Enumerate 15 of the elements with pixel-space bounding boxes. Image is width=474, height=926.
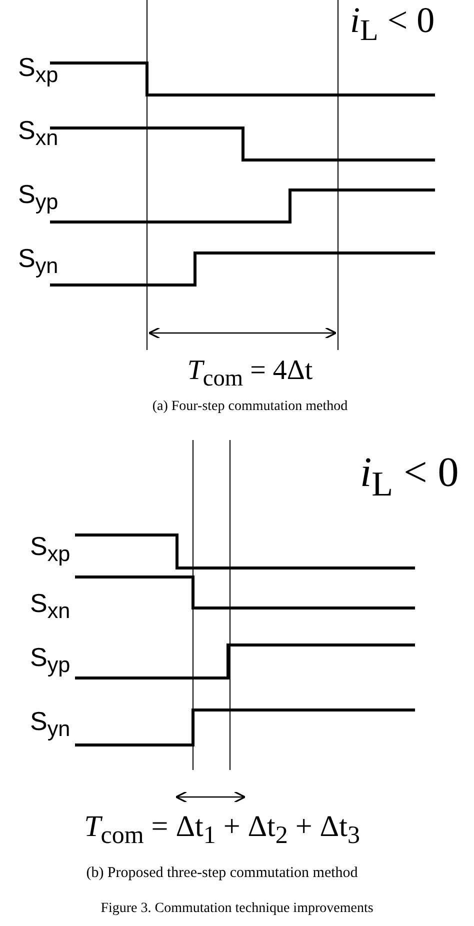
formula-label: T$_{com}$ = Δt$_{1}$ + Δt$_{2}$ + Δt$_{3}$ bbox=[84, 812, 360, 848]
signal-label: S$_{yp}$ bbox=[30, 644, 70, 676]
current-condition-label: i$_{L}$ < 0 bbox=[350, 2, 435, 46]
formula-label: T$_{com}$ = 4Δt bbox=[187, 357, 313, 391]
subfigure-caption: (b) Proposed three-step commutation method bbox=[86, 866, 358, 881]
current-condition-label: i$_{L}$ < 0 bbox=[360, 452, 459, 502]
signal-label: S$_{xp}$ bbox=[30, 533, 70, 565]
subfigure-caption: (a) Four-step commutation method bbox=[152, 400, 348, 414]
signal-label: S$_{yp}$ bbox=[18, 181, 58, 213]
figure-caption: Figure 3. Commutation technique improvements bbox=[100, 902, 374, 916]
signal-label: S$_{xn}$ bbox=[30, 590, 70, 622]
signal-label: S$_{xn}$ bbox=[18, 117, 58, 149]
signal-label: S$_{xp}$ bbox=[18, 54, 58, 86]
signal-label: S$_{yn}$ bbox=[30, 708, 70, 740]
signal-label: S$_{yn}$ bbox=[18, 245, 58, 277]
